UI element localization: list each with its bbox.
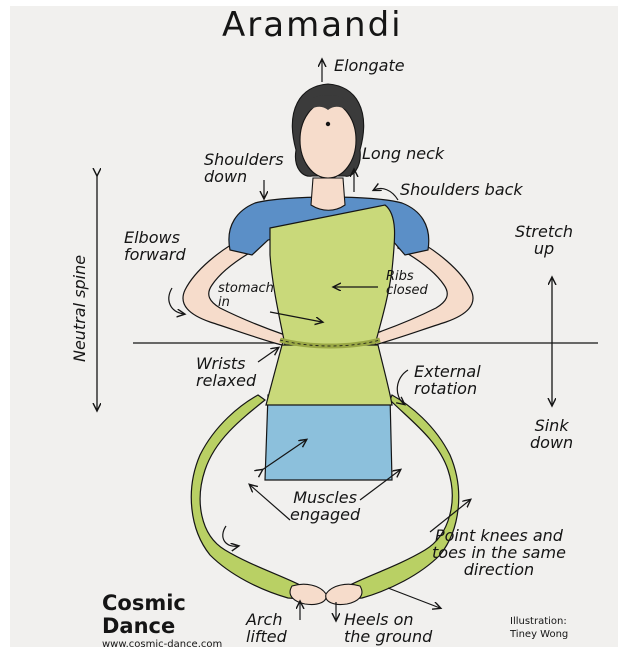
face bbox=[300, 102, 356, 178]
label-sink-down: Sink down bbox=[530, 418, 573, 452]
knee-rotation-arrow bbox=[223, 526, 238, 546]
label-shoulders-down: Shoulders down bbox=[204, 152, 284, 186]
right-foot bbox=[326, 584, 362, 604]
label-neutral-spine: Neutral spine bbox=[72, 255, 89, 362]
label-long-neck: Long neck bbox=[362, 146, 444, 163]
saree-peplum bbox=[266, 345, 392, 405]
label-wrists-relaxed: Wrists relaxed bbox=[196, 356, 256, 390]
muscles-engaged-arrow-2 bbox=[250, 485, 290, 520]
neck bbox=[311, 178, 345, 210]
brand-name: Cosmic Dance bbox=[102, 592, 186, 638]
page-title: Aramandi bbox=[222, 8, 403, 44]
label-shoulders-back: Shoulders back bbox=[400, 182, 523, 199]
label-ribs-closed: Ribs closed bbox=[386, 270, 428, 297]
saree-skirt bbox=[265, 395, 392, 480]
elbows-forward-arrow bbox=[169, 288, 184, 314]
label-arch-lifted: Arch lifted bbox=[246, 612, 287, 646]
point-knees-arrow-2 bbox=[388, 588, 440, 608]
label-heels-on-ground: Heels on the ground bbox=[344, 612, 432, 646]
label-muscles-engaged: Muscles engaged bbox=[290, 490, 360, 524]
label-stretch-up: Stretch up bbox=[515, 224, 573, 258]
external-rotation-arrow bbox=[397, 370, 408, 404]
left-foot bbox=[290, 584, 326, 604]
label-stomach-in: stomach in bbox=[218, 282, 274, 309]
label-elbows-forward: Elbows forward bbox=[124, 230, 186, 264]
label-external-rotation: External rotation bbox=[414, 364, 481, 398]
brand-url: www.cosmic-dance.com bbox=[102, 640, 222, 651]
saree-drape bbox=[270, 205, 395, 345]
bindi bbox=[326, 122, 330, 126]
label-point-knees: Point knees and toes in the same directi… bbox=[432, 528, 566, 578]
wrists-relaxed-arrow bbox=[258, 348, 278, 362]
label-elongate: Elongate bbox=[334, 58, 405, 75]
illustration-credit: Illustration: Tiney Wong bbox=[510, 615, 568, 641]
